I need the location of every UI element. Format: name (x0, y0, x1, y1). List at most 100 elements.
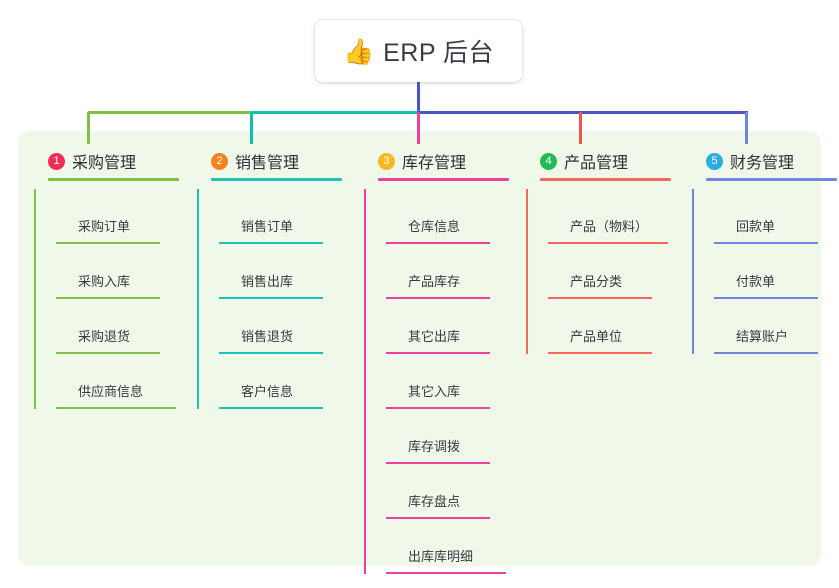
leaf-underline (56, 242, 160, 244)
leaf-label: 销售订单 (241, 219, 294, 234)
leaf-underline (714, 242, 818, 244)
branch-header-5[interactable]: 5 财务管理 (692, 145, 839, 181)
branch-title-4: 产品管理 (564, 155, 629, 172)
leaf-node[interactable]: 结算账户 (714, 299, 839, 354)
leaf-label: 付款单 (736, 274, 776, 289)
branch-badge-2: 2 (211, 152, 228, 170)
leaf-node[interactable]: 仓库信息 (386, 189, 524, 244)
root-node[interactable]: 👍 ERP 后台 (315, 20, 522, 82)
leaf-underline (219, 407, 323, 409)
leaf-label: 回款单 (736, 219, 776, 234)
branch-title-1: 采购管理 (72, 155, 137, 172)
thumbs-up-icon: 👍 (342, 36, 375, 66)
leaf-underline (219, 297, 323, 299)
leaf-node[interactable]: 销售退货 (219, 299, 357, 354)
branch-title-5: 财务管理 (730, 155, 795, 172)
leaf-underline (56, 352, 160, 354)
root-title: ERP 后台 (383, 39, 495, 67)
leaf-underline (714, 352, 818, 354)
branch-underline-5 (706, 178, 837, 181)
branch-spine-2 (197, 189, 199, 409)
leaf-label: 库存调拨 (408, 439, 461, 454)
leaf-node[interactable]: 采购退货 (56, 299, 194, 354)
leaf-label: 产品库存 (408, 274, 461, 289)
leaf-node[interactable]: 回款单 (714, 189, 839, 244)
leaf-node[interactable]: 库存调拨 (386, 409, 524, 464)
branch-items-3: 仓库信息产品库存其它出库其它入库库存调拨库存盘点出库库明细 (364, 189, 524, 574)
branch-badge-4: 4 (540, 152, 557, 170)
leaf-underline (56, 297, 160, 299)
branch-column-5: 5 财务管理 回款单付款单结算账户 (692, 145, 839, 354)
branch-header-3[interactable]: 3 库存管理 (364, 145, 524, 181)
leaf-underline (386, 462, 490, 464)
branch-column-1: 1 采购管理 采购订单采购入库采购退货供应商信息 (34, 145, 194, 409)
diagram-panel (18, 131, 821, 566)
leaf-label: 客户信息 (241, 384, 294, 399)
leaf-node[interactable]: 销售订单 (219, 189, 357, 244)
branch-badge-5: 5 (706, 152, 723, 170)
leaf-label: 仓库信息 (408, 219, 461, 234)
branch-underline-2 (211, 178, 342, 181)
branch-spine-1 (34, 189, 36, 409)
leaf-label: 供应商信息 (78, 384, 144, 399)
branch-title-3: 库存管理 (402, 155, 467, 172)
branch-underline-4 (540, 178, 671, 181)
leaf-underline (548, 352, 652, 354)
leaf-node[interactable]: 产品（物料） (548, 189, 701, 244)
leaf-node[interactable]: 销售出库 (219, 244, 357, 299)
branch-items-4: 产品（物料） 产品分类产品单位 (526, 189, 701, 354)
leaf-underline (386, 297, 490, 299)
leaf-label: 采购入库 (78, 274, 131, 289)
branch-title-2: 销售管理 (235, 155, 300, 172)
leaf-underline (548, 242, 668, 244)
leaf-label: 产品分类 (570, 274, 623, 289)
leaf-node[interactable]: 供应商信息 (56, 354, 194, 409)
leaf-label: 销售出库 (241, 274, 294, 289)
leaf-label: 采购订单 (78, 219, 131, 234)
leaf-underline (386, 407, 490, 409)
leaf-label: 销售退货 (241, 329, 294, 344)
leaf-node[interactable]: 客户信息 (219, 354, 357, 409)
leaf-label: 产品单位 (570, 329, 623, 344)
leaf-label: 采购退货 (78, 329, 131, 344)
branch-items-2: 销售订单销售出库销售退货客户信息 (197, 189, 357, 409)
branch-spine-3 (364, 189, 366, 574)
leaf-node[interactable]: 采购入库 (56, 244, 194, 299)
branch-badge-3: 3 (378, 152, 395, 170)
branch-underline-3 (378, 178, 509, 181)
leaf-underline (56, 407, 176, 409)
leaf-underline (714, 297, 818, 299)
leaf-node[interactable]: 产品单位 (548, 299, 701, 354)
leaf-label: 其它出库 (408, 329, 461, 344)
branch-header-2[interactable]: 2 销售管理 (197, 145, 357, 181)
branch-badge-1: 1 (48, 152, 65, 170)
branch-column-4: 4 产品管理 产品（物料） 产品分类产品单位 (526, 145, 701, 354)
branch-column-2: 2 销售管理 销售订单销售出库销售退货客户信息 (197, 145, 357, 409)
branch-items-1: 采购订单采购入库采购退货供应商信息 (34, 189, 194, 409)
leaf-node[interactable]: 其它出库 (386, 299, 524, 354)
leaf-label: 其它入库 (408, 384, 461, 399)
leaf-node[interactable]: 出库库明细 (386, 519, 524, 574)
leaf-underline (386, 517, 490, 519)
leaf-underline (386, 352, 490, 354)
branch-column-3: 3 库存管理 仓库信息产品库存其它出库其它入库库存调拨库存盘点出库库明细 (364, 145, 524, 574)
leaf-label: 结算账户 (736, 329, 789, 344)
branch-items-5: 回款单付款单结算账户 (692, 189, 839, 354)
leaf-underline (219, 352, 323, 354)
leaf-node[interactable]: 其它入库 (386, 354, 524, 409)
leaf-node[interactable]: 库存盘点 (386, 464, 524, 519)
leaf-node[interactable]: 产品库存 (386, 244, 524, 299)
leaf-node[interactable]: 付款单 (714, 244, 839, 299)
leaf-underline (386, 242, 490, 244)
leaf-underline (219, 242, 323, 244)
branch-underline-1 (48, 178, 179, 181)
branch-header-1[interactable]: 1 采购管理 (34, 145, 194, 181)
branch-header-4[interactable]: 4 产品管理 (526, 145, 701, 181)
leaf-node[interactable]: 产品分类 (548, 244, 701, 299)
leaf-underline (386, 572, 506, 574)
leaf-underline (548, 297, 652, 299)
leaf-node[interactable]: 采购订单 (56, 189, 194, 244)
leaf-label: 产品（物料） (570, 219, 649, 234)
leaf-label: 库存盘点 (408, 494, 461, 509)
